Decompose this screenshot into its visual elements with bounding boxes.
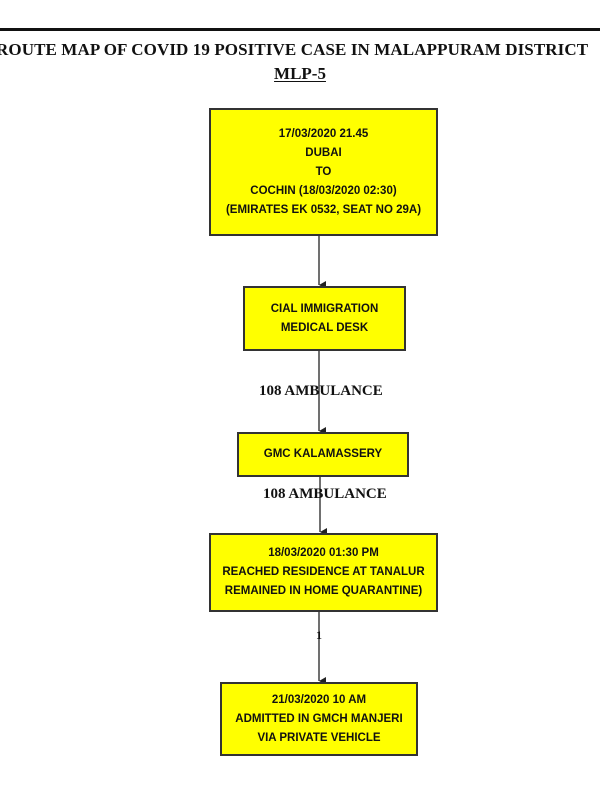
node-line: DUBAI [305,146,342,159]
node-line: 21/03/2020 10 AM [271,693,367,706]
node-reached-residence: 18/03/2020 01:30 PM REACHED RESIDENCE AT… [209,533,438,612]
node-line: CIAL IMMIGRATION [270,302,379,315]
node-cial-immigration: CIAL IMMIGRATION MEDICAL DESK [243,286,406,351]
node-line: ADMITTED IN GMCH MANJERI [235,712,403,725]
edge-label-marker: 1 [316,628,322,642]
node-dubai-to-cochin-flight: 17/03/2020 21.45 DUBAI TO COCHIN (18/03/… [209,108,438,236]
node-line: (EMIRATES EK 0532, SEAT NO 29A) [225,203,422,216]
node-gmc-kalamassery: GMC KALAMASSERY [237,432,409,477]
diagram-subtitle: MLP-5 [274,64,326,83]
node-line: REACHED RESIDENCE AT TANALUR [222,566,425,578]
diagram-title: ROUTE MAP OF COVID 19 POSITIVE CASE IN M… [0,40,589,59]
edge-label-ambulance-1: 108 AMBULANCE [259,383,383,399]
node-line: 18/03/2020 01:30 PM [268,547,379,559]
edge-label-ambulance-2: 108 AMBULANCE [263,486,387,502]
node-line: VIA PRIVATE VEHICLE [257,731,381,744]
node-line: GMC KALAMASSERY [263,448,383,460]
node-line: 17/03/2020 21.45 [278,127,369,140]
top-rule [0,28,600,31]
node-line: COCHIN (18/03/2020 02:30) [250,184,397,197]
node-line: TO [315,165,332,178]
node-admitted-gmch-manjeri: 21/03/2020 10 AM ADMITTED IN GMCH MANJER… [220,682,418,756]
node-line: REMAINED IN HOME QUARANTINE) [224,585,423,597]
node-line: MEDICAL DESK [280,321,369,334]
